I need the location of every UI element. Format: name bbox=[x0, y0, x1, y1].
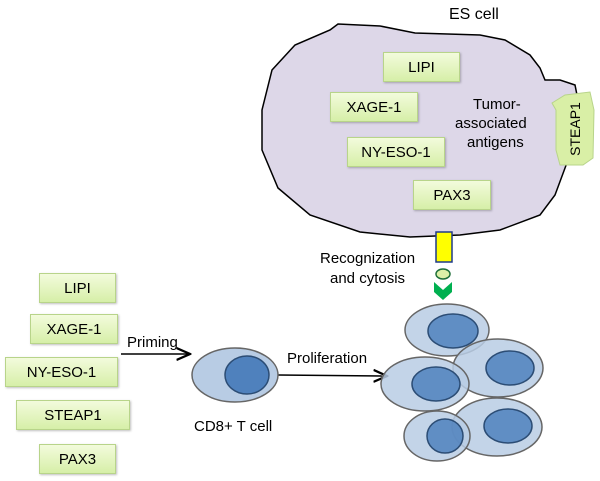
steap1-membrane-protein bbox=[551, 91, 595, 166]
t-cell-nucleus bbox=[485, 350, 535, 386]
left-antigen-box-lipi: LIPI bbox=[39, 273, 116, 303]
chevron-down-icon bbox=[434, 282, 452, 300]
receptor-icon bbox=[435, 231, 453, 263]
left-antigen-box-nyeso1: NY-ESO-1 bbox=[5, 357, 118, 387]
proliferation-arrow bbox=[277, 375, 387, 376]
left-antigen-box-xage1: XAGE-1 bbox=[30, 314, 118, 344]
left-antigen-box-pax3: PAX3 bbox=[39, 444, 116, 474]
priming-label: Priming bbox=[127, 334, 178, 351]
antigen-box-lipi: LIPI bbox=[383, 52, 460, 82]
tumor-antigens-label-line3: antigens bbox=[467, 134, 524, 151]
t-cell-label: CD8+ T cell bbox=[194, 418, 273, 435]
t-cell-nucleus bbox=[411, 366, 461, 402]
t-cell bbox=[191, 347, 279, 403]
peptide-icon bbox=[435, 268, 451, 280]
t-cell-nucleus bbox=[483, 408, 533, 444]
t-cell-nucleus bbox=[426, 418, 464, 454]
tumor-antigens-label-line2: associated bbox=[455, 115, 527, 132]
left-antigen-box-steap1: STEAP1 bbox=[16, 400, 130, 430]
tumor-antigens-label-line1: Tumor- bbox=[473, 96, 521, 113]
recognition-label-line2: and cytosis bbox=[330, 270, 406, 287]
membrane-antigen-label: STEAP1 bbox=[567, 102, 583, 156]
antigen-box-nyeso1: NY-ESO-1 bbox=[347, 137, 445, 167]
recognition-label-line1: Recognization bbox=[320, 250, 416, 267]
antigen-box-pax3: PAX3 bbox=[413, 180, 491, 210]
antigen-box-xage1: XAGE-1 bbox=[330, 92, 418, 122]
proliferated-t-cells bbox=[380, 303, 544, 462]
t-cell-nucleus bbox=[427, 313, 479, 349]
proliferation-label: Proliferation bbox=[287, 350, 368, 367]
es-cell-title: ES cell bbox=[449, 6, 499, 23]
